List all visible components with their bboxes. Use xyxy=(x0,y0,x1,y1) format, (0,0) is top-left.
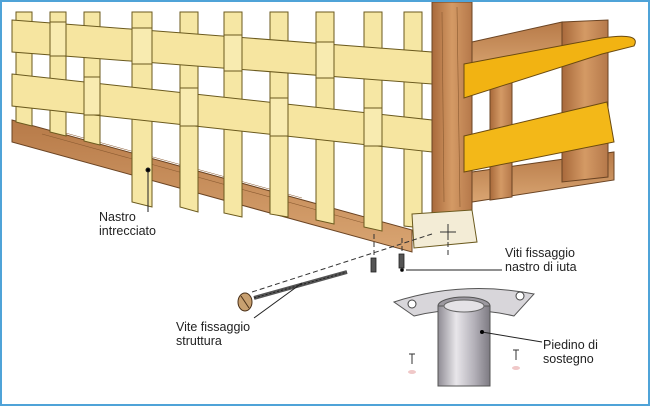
label-vite-struttura-line2: struttura xyxy=(176,334,222,348)
corner-bracket xyxy=(411,209,478,249)
foot-screws xyxy=(408,349,520,374)
iuta-screws xyxy=(370,253,405,273)
label-piedino: Piedino di sostegno xyxy=(543,338,598,366)
label-viti-iuta-line2: nastro di iuta xyxy=(505,260,577,274)
label-viti-iuta-line1: Viti fissaggio xyxy=(505,246,575,260)
support-foot xyxy=(392,288,543,387)
label-nastro-intrecciato: Nastro intrecciato xyxy=(99,210,156,238)
label-nastro-line1: Nastro xyxy=(99,210,136,224)
label-vite-struttura: Vite fissaggio struttura xyxy=(176,320,250,348)
leader-lines xyxy=(145,167,502,319)
label-piedino-line1: Piedino di xyxy=(543,338,598,352)
label-viti-iuta: Viti fissaggio nastro di iuta xyxy=(505,246,577,274)
label-vite-struttura-line1: Vite fissaggio xyxy=(176,320,251,334)
corner-post xyxy=(431,2,473,221)
side-orange-straps xyxy=(463,35,636,173)
label-nastro-line2: intrecciato xyxy=(99,224,156,238)
weave-overlaps xyxy=(49,21,383,147)
structure-screw xyxy=(237,270,348,312)
label-piedino-line2: sostegno xyxy=(543,352,594,366)
